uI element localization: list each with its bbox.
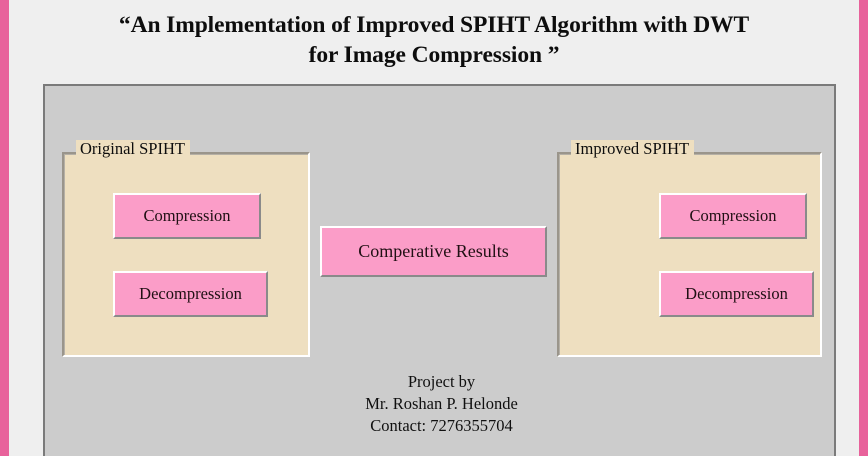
project-credits: Project by Mr. Roshan P. Helonde Contact… <box>45 371 838 436</box>
original-spiht-decompression-button[interactable]: Decompression <box>113 271 268 317</box>
group-original-spiht: Original SPIHT Compression Decompression <box>62 139 310 357</box>
credits-line-project-by: Project by <box>407 372 476 391</box>
credits-line-author: Mr. Roshan P. Helonde <box>365 393 518 413</box>
right-edge-strip <box>859 0 868 456</box>
original-spiht-compression-button[interactable]: Compression <box>113 193 261 239</box>
page-title: “An Implementation of Improved SPIHT Alg… <box>118 11 750 68</box>
comparative-results-button[interactable]: Comperative Results <box>320 226 547 277</box>
improved-spiht-compression-button[interactable]: Compression <box>659 193 807 239</box>
credits-line-contact: Contact: 7276355704 <box>370 415 513 435</box>
left-edge-strip <box>0 0 9 456</box>
group-improved-spiht-legend: Improved SPIHT <box>571 139 695 159</box>
improved-spiht-decompression-button[interactable]: Decompression <box>659 271 814 317</box>
group-improved-spiht: Improved SPIHT Compression Decompression <box>557 139 822 357</box>
group-original-spiht-legend: Original SPIHT <box>76 139 190 159</box>
main-panel: Original SPIHT Compression Decompression… <box>43 84 836 456</box>
title-banner: “An Implementation of Improved SPIHT Alg… <box>9 0 859 84</box>
